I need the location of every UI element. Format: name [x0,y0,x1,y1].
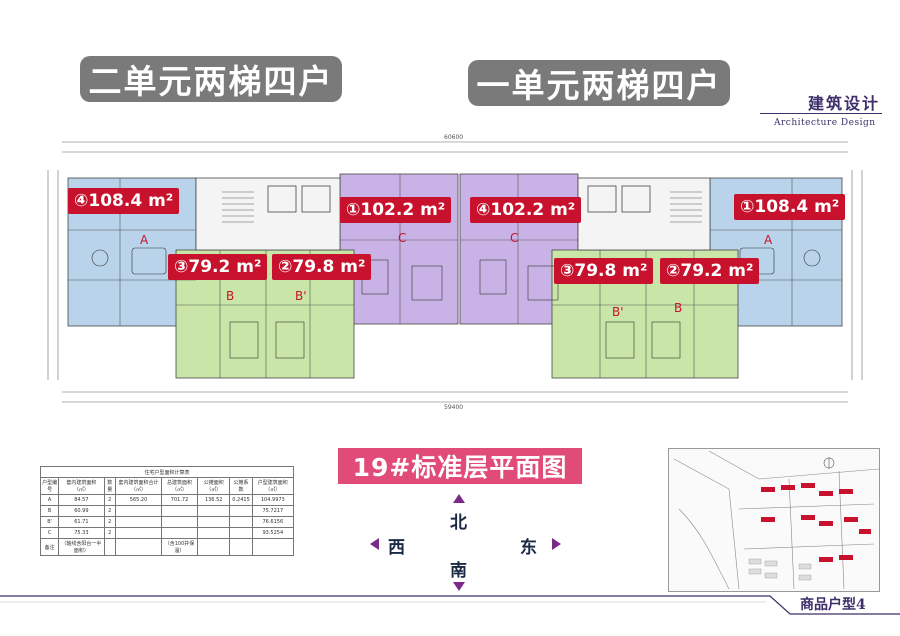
table-header: 户型编号 [39,477,60,495]
table-cell: 104.9973 [251,494,295,506]
area-tag: ①108.4 m² [734,194,846,220]
table-header: 公摊系数 [229,477,253,495]
table-cell [229,505,253,517]
table-cell: A [39,494,60,506]
table-cell: 61.71 [58,516,105,528]
table-cell: 75.7217 [251,505,295,517]
area-table-title: 住宅户型面积计算表 [40,466,294,478]
unit-letter-bp-left: B' [295,289,307,303]
table-header: 数量 [103,477,117,495]
table-cell: （轴线含阳台一半面积） [58,538,105,556]
unit-letter-c-right: C [510,231,518,245]
table-cell [196,516,231,528]
table-cell: 701.72 [161,494,198,506]
unit-letter-b-right: B [674,301,682,315]
table-cell [114,516,163,528]
table-cell: 565.20 [114,494,163,506]
table-cell: 2 [103,516,117,528]
table-header: 户型建筑面积（㎡） [251,477,295,495]
south-arrow-icon [453,582,465,591]
table-cell: 136.52 [196,494,231,506]
floor-plan-title: 19#标准层平面图 [338,448,582,484]
compass-east: 东 [520,538,537,558]
table-cell: C [39,527,60,539]
overall-dim-top: 60600 [444,134,464,141]
table-cell: （含100并保温） [161,538,198,556]
west-arrow-icon [370,538,379,550]
table-header: 总建筑面积（㎡） [161,477,198,495]
area-tag: ②79.2 m² [660,258,760,284]
table-cell [161,505,198,517]
table-cell: 84.57 [58,494,105,506]
table-cell: 2 [103,505,117,517]
site-map [668,448,880,592]
table-cell: 2 [103,494,117,506]
table-cell [229,527,253,539]
floor-plan: A B B' C C B' B A 60600 59400 ④108.4 m² … [40,130,870,420]
brand-cn: 建筑设计 [808,94,881,113]
area-tag: ②79.8 m² [272,254,372,280]
table-cell: 2 [103,527,117,539]
unit-letter-a-left: A [140,233,149,247]
table-cell [161,516,198,528]
unit-letter-b-left: B [226,289,234,303]
overall-dim-bottom: 59400 [444,404,464,411]
table-cell [229,516,253,528]
north-arrow-icon [453,494,465,503]
table-cell: B' [39,516,60,528]
unit2-title: 二单元两梯四户 [80,56,342,102]
unit-letter-c-left: C [398,231,406,245]
area-tag: ①102.2 m² [340,197,452,223]
table-cell [114,527,163,539]
unit-letter-a-right: A [764,233,773,247]
unit1-title: 一单元两梯四户 [468,60,730,106]
footer-decoration [0,595,900,615]
table-header: 公摊面积（㎡） [196,477,231,495]
compass-south: 南 [450,561,467,581]
table-cell [196,527,231,539]
table-header: 套内建筑面积（㎡） [58,477,105,495]
table-cell: B [39,505,60,517]
brand-en: Architecture Design [774,118,876,128]
table-cell [114,505,163,517]
table-cell [196,538,231,556]
table-cell [229,538,253,556]
table-cell: 75.33 [58,527,105,539]
table-cell: 60.99 [58,505,105,517]
area-tag: ④108.4 m² [68,188,180,214]
table-cell: 备注 [39,538,60,556]
unit-letter-bp-right: B' [612,305,624,319]
compass-west: 西 [388,538,405,558]
footer-label: 商品户型4 [800,597,866,613]
table-cell [103,538,117,556]
table-cell [196,505,231,517]
table-cell: 76.6156 [251,516,295,528]
table-cell: 93.5254 [251,527,295,539]
table-cell: 0.2415 [229,494,253,506]
footer-bar: 商品户型4 [0,588,900,636]
east-arrow-icon [552,538,561,550]
table-cell [251,538,295,556]
area-tag: ③79.8 m² [554,258,654,284]
table-cell [161,527,198,539]
site-map-drawing [673,450,879,590]
area-table: 住宅户型面积计算表 户型编号 套内建筑面积（㎡） 数量 套内建筑面积合计（㎡） … [39,466,295,556]
table-header: 套内建筑面积合计（㎡） [114,477,163,495]
table-cell [114,538,163,556]
compass-north: 北 [450,513,467,533]
table-row: 备注（轴线含阳台一半面积） （含100并保温） [39,538,295,556]
area-tag: ③79.2 m² [168,254,268,280]
area-tag: ④102.2 m² [470,197,582,223]
brand-rule [760,113,882,114]
